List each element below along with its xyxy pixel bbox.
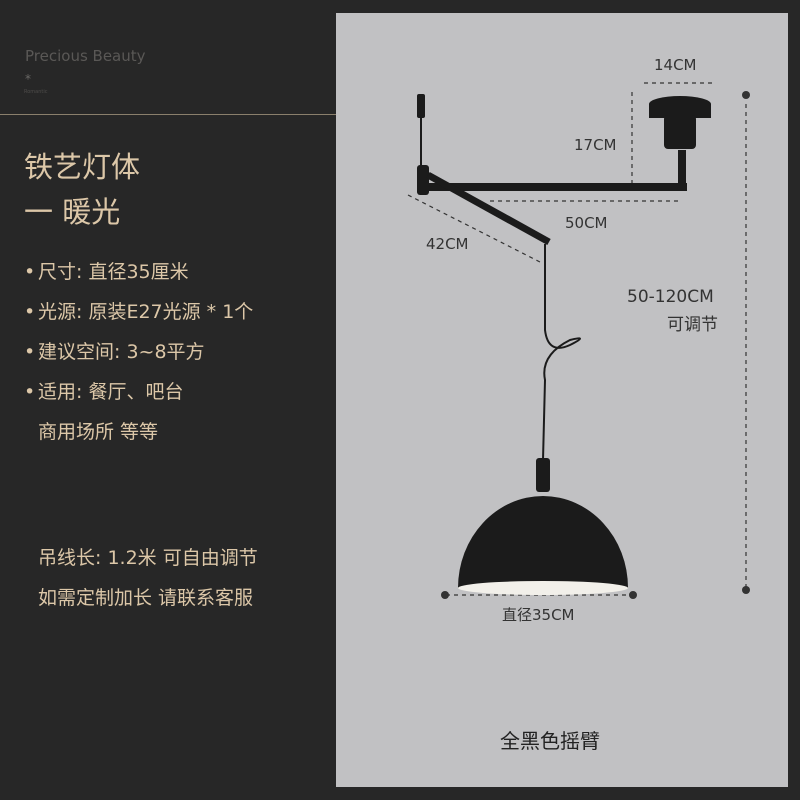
- dimension-dot: [441, 591, 449, 599]
- bullet-icon: •: [24, 301, 36, 323]
- bullet-icon: •: [24, 341, 36, 363]
- dimension-lines: [407, 82, 747, 596]
- spec-item: •光源: 原装E27光源 * 1个: [24, 292, 253, 332]
- horizontal-arm: [425, 183, 687, 191]
- brand-tagline: Romantic: [24, 89, 48, 95]
- shade-dimension: 直径35CM: [502, 606, 575, 624]
- height-dimension: 50-120CM: [627, 287, 714, 307]
- canopy-body: [649, 104, 711, 118]
- spec-list: •尺寸: 直径35厘米 •光源: 原装E27光源 * 1个 •建议空间: 3~8…: [24, 252, 253, 452]
- spec-text: 建议空间: 3~8平方: [38, 341, 205, 363]
- cable-note: 吊线长: 1.2米 可自由调节 如需定制加长 请联系客服: [38, 538, 258, 618]
- spec-text: 适用: 餐厅、吧台: [38, 381, 184, 403]
- cable: [542, 244, 581, 461]
- dome-shade: [458, 496, 628, 588]
- height-note: 可调节: [667, 315, 718, 335]
- note-line-1: 吊线长: 1.2米 可自由调节: [38, 547, 258, 569]
- spec-text: 尺寸: 直径35厘米: [38, 261, 189, 283]
- dimension-dot: [629, 591, 637, 599]
- bullet-icon: •: [24, 381, 36, 403]
- swing-arm-dimension: 42CM: [426, 235, 469, 253]
- brand-name: Precious Beauty: [25, 47, 146, 65]
- socket: [536, 458, 550, 492]
- product-image-panel: [336, 13, 788, 787]
- dimension-dot: [742, 586, 750, 594]
- divider: [0, 114, 336, 115]
- canopy-dimension: 14CM: [654, 56, 697, 74]
- spec-item: •建议空间: 3~8平方: [24, 332, 253, 372]
- spec-item: •适用: 餐厅、吧台: [24, 372, 253, 412]
- spec-item: •尺寸: 直径35厘米: [24, 252, 253, 292]
- spec-item: 商用场所 等等: [24, 412, 253, 452]
- brand-star-icon: *: [25, 72, 31, 86]
- spec-text: 光源: 原装E27光源 * 1个: [38, 301, 254, 323]
- product-title: 铁艺灯体 一 暖光: [24, 145, 140, 235]
- spec-text: 商用场所 等等: [38, 421, 159, 443]
- lamp: [417, 94, 711, 595]
- title-line-2: 一 暖光: [24, 195, 121, 229]
- swing-arm: [426, 171, 551, 246]
- note-line-2: 如需定制加长 请联系客服: [38, 587, 254, 609]
- shade-inner: [458, 581, 628, 595]
- arm-dimension: 50CM: [565, 214, 608, 232]
- arm-riser: [678, 150, 686, 190]
- canopy-stem: [664, 115, 696, 149]
- drop-dimension: 17CM: [574, 136, 617, 154]
- bullet-icon: •: [24, 261, 36, 283]
- dimension-dot: [742, 91, 750, 99]
- variant-caption: 全黑色摇臂: [500, 729, 600, 753]
- title-line-1: 铁艺灯体: [24, 150, 141, 184]
- ceiling-cap: [417, 94, 425, 118]
